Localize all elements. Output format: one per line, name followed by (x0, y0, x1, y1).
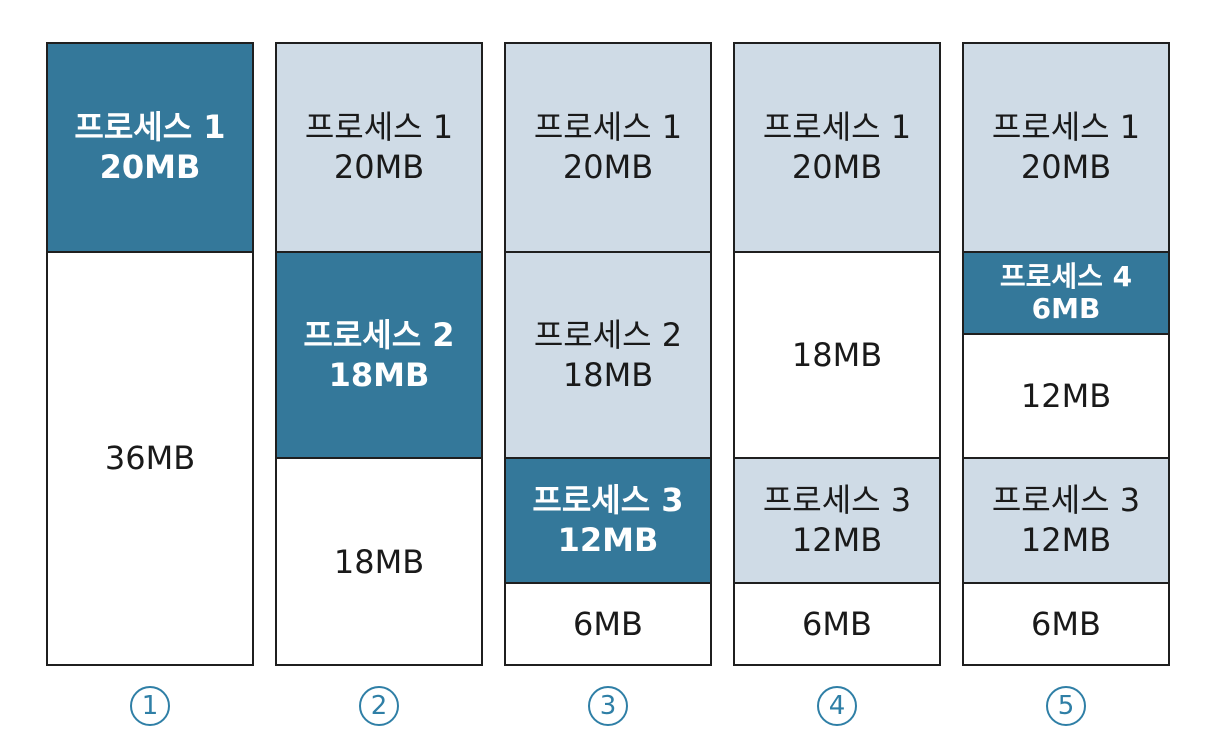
memory-column-1: 프로세스 1 20MB 36MB (46, 42, 254, 666)
segment-size: 20MB (99, 148, 201, 187)
segment-free: 18MB (277, 457, 481, 664)
segment-size: 12MB (1020, 377, 1112, 416)
segment-free: 12MB (964, 333, 1168, 458)
segment-free: 6MB (964, 581, 1168, 664)
segment-free: 6MB (735, 581, 939, 664)
segment-label: 프로세스 3 (991, 481, 1141, 520)
segment-label: 프로세스 1 (533, 108, 683, 147)
step-number-label: 1 (141, 691, 159, 721)
segment-label: 프로세스 1 (991, 108, 1141, 147)
memory-column-2: 프로세스 1 20MB 프로세스 2 18MB 18MB (275, 42, 483, 666)
segment-process-2: 프로세스 2 18MB (277, 250, 481, 458)
segment-process-4: 프로세스 4 6MB (964, 250, 1168, 334)
segment-process-3: 프로세스 3 12MB (506, 457, 710, 582)
segment-size: 20MB (1020, 148, 1112, 187)
segment-label: 프로세스 1 (304, 108, 454, 147)
segment-size: 6MB (802, 604, 872, 643)
segment-label: 프로세스 4 (999, 259, 1133, 293)
memory-column-5: 프로세스 1 20MB 프로세스 4 6MB 12MB 프로세스 3 12MB … (962, 42, 1170, 666)
segment-label: 프로세스 1 (74, 108, 226, 147)
segment-size: 12MB (791, 521, 883, 560)
segment-size: 6MB (1031, 604, 1101, 643)
step-number-4: 4 (817, 686, 857, 726)
segment-label: 프로세스 1 (762, 108, 912, 147)
segment-size: 12MB (557, 521, 659, 560)
step-number-2: 2 (359, 686, 399, 726)
segment-size: 18MB (333, 542, 425, 581)
segment-size: 18MB (328, 355, 430, 394)
segment-size: 18MB (562, 355, 654, 394)
segment-free: 18MB (735, 250, 939, 458)
segment-size: 18MB (791, 335, 883, 374)
segment-size: 6MB (573, 604, 643, 643)
segment-process-1: 프로세스 1 20MB (277, 44, 481, 251)
segment-size: 20MB (562, 148, 654, 187)
segment-process-1: 프로세스 1 20MB (735, 44, 939, 251)
memory-column-3: 프로세스 1 20MB 프로세스 2 18MB 프로세스 3 12MB 6MB (504, 42, 712, 666)
segment-process-1: 프로세스 1 20MB (48, 44, 252, 251)
segment-process-1: 프로세스 1 20MB (506, 44, 710, 251)
segment-label: 프로세스 3 (762, 481, 912, 520)
step-number-5: 5 (1046, 686, 1086, 726)
segment-process-1: 프로세스 1 20MB (964, 44, 1168, 251)
step-number-label: 5 (1057, 691, 1075, 721)
step-number-label: 4 (828, 691, 846, 721)
segment-label: 프로세스 2 (303, 315, 455, 354)
segment-size: 20MB (333, 148, 425, 187)
segment-label: 프로세스 2 (533, 315, 683, 354)
segment-process-2: 프로세스 2 18MB (506, 250, 710, 458)
segment-size: 20MB (791, 148, 883, 187)
segment-process-3: 프로세스 3 12MB (964, 457, 1168, 582)
segment-size: 6MB (1031, 291, 1101, 325)
segment-free: 36MB (48, 250, 252, 664)
segment-free: 6MB (506, 581, 710, 664)
step-number-label: 3 (599, 691, 617, 721)
memory-column-4: 프로세스 1 20MB 18MB 프로세스 3 12MB 6MB (733, 42, 941, 666)
step-number-1: 1 (130, 686, 170, 726)
segment-process-3: 프로세스 3 12MB (735, 457, 939, 582)
segment-size: 36MB (104, 439, 196, 478)
step-number-label: 2 (370, 691, 388, 721)
step-number-3: 3 (588, 686, 628, 726)
segment-label: 프로세스 3 (532, 481, 684, 520)
segment-size: 12MB (1020, 521, 1112, 560)
